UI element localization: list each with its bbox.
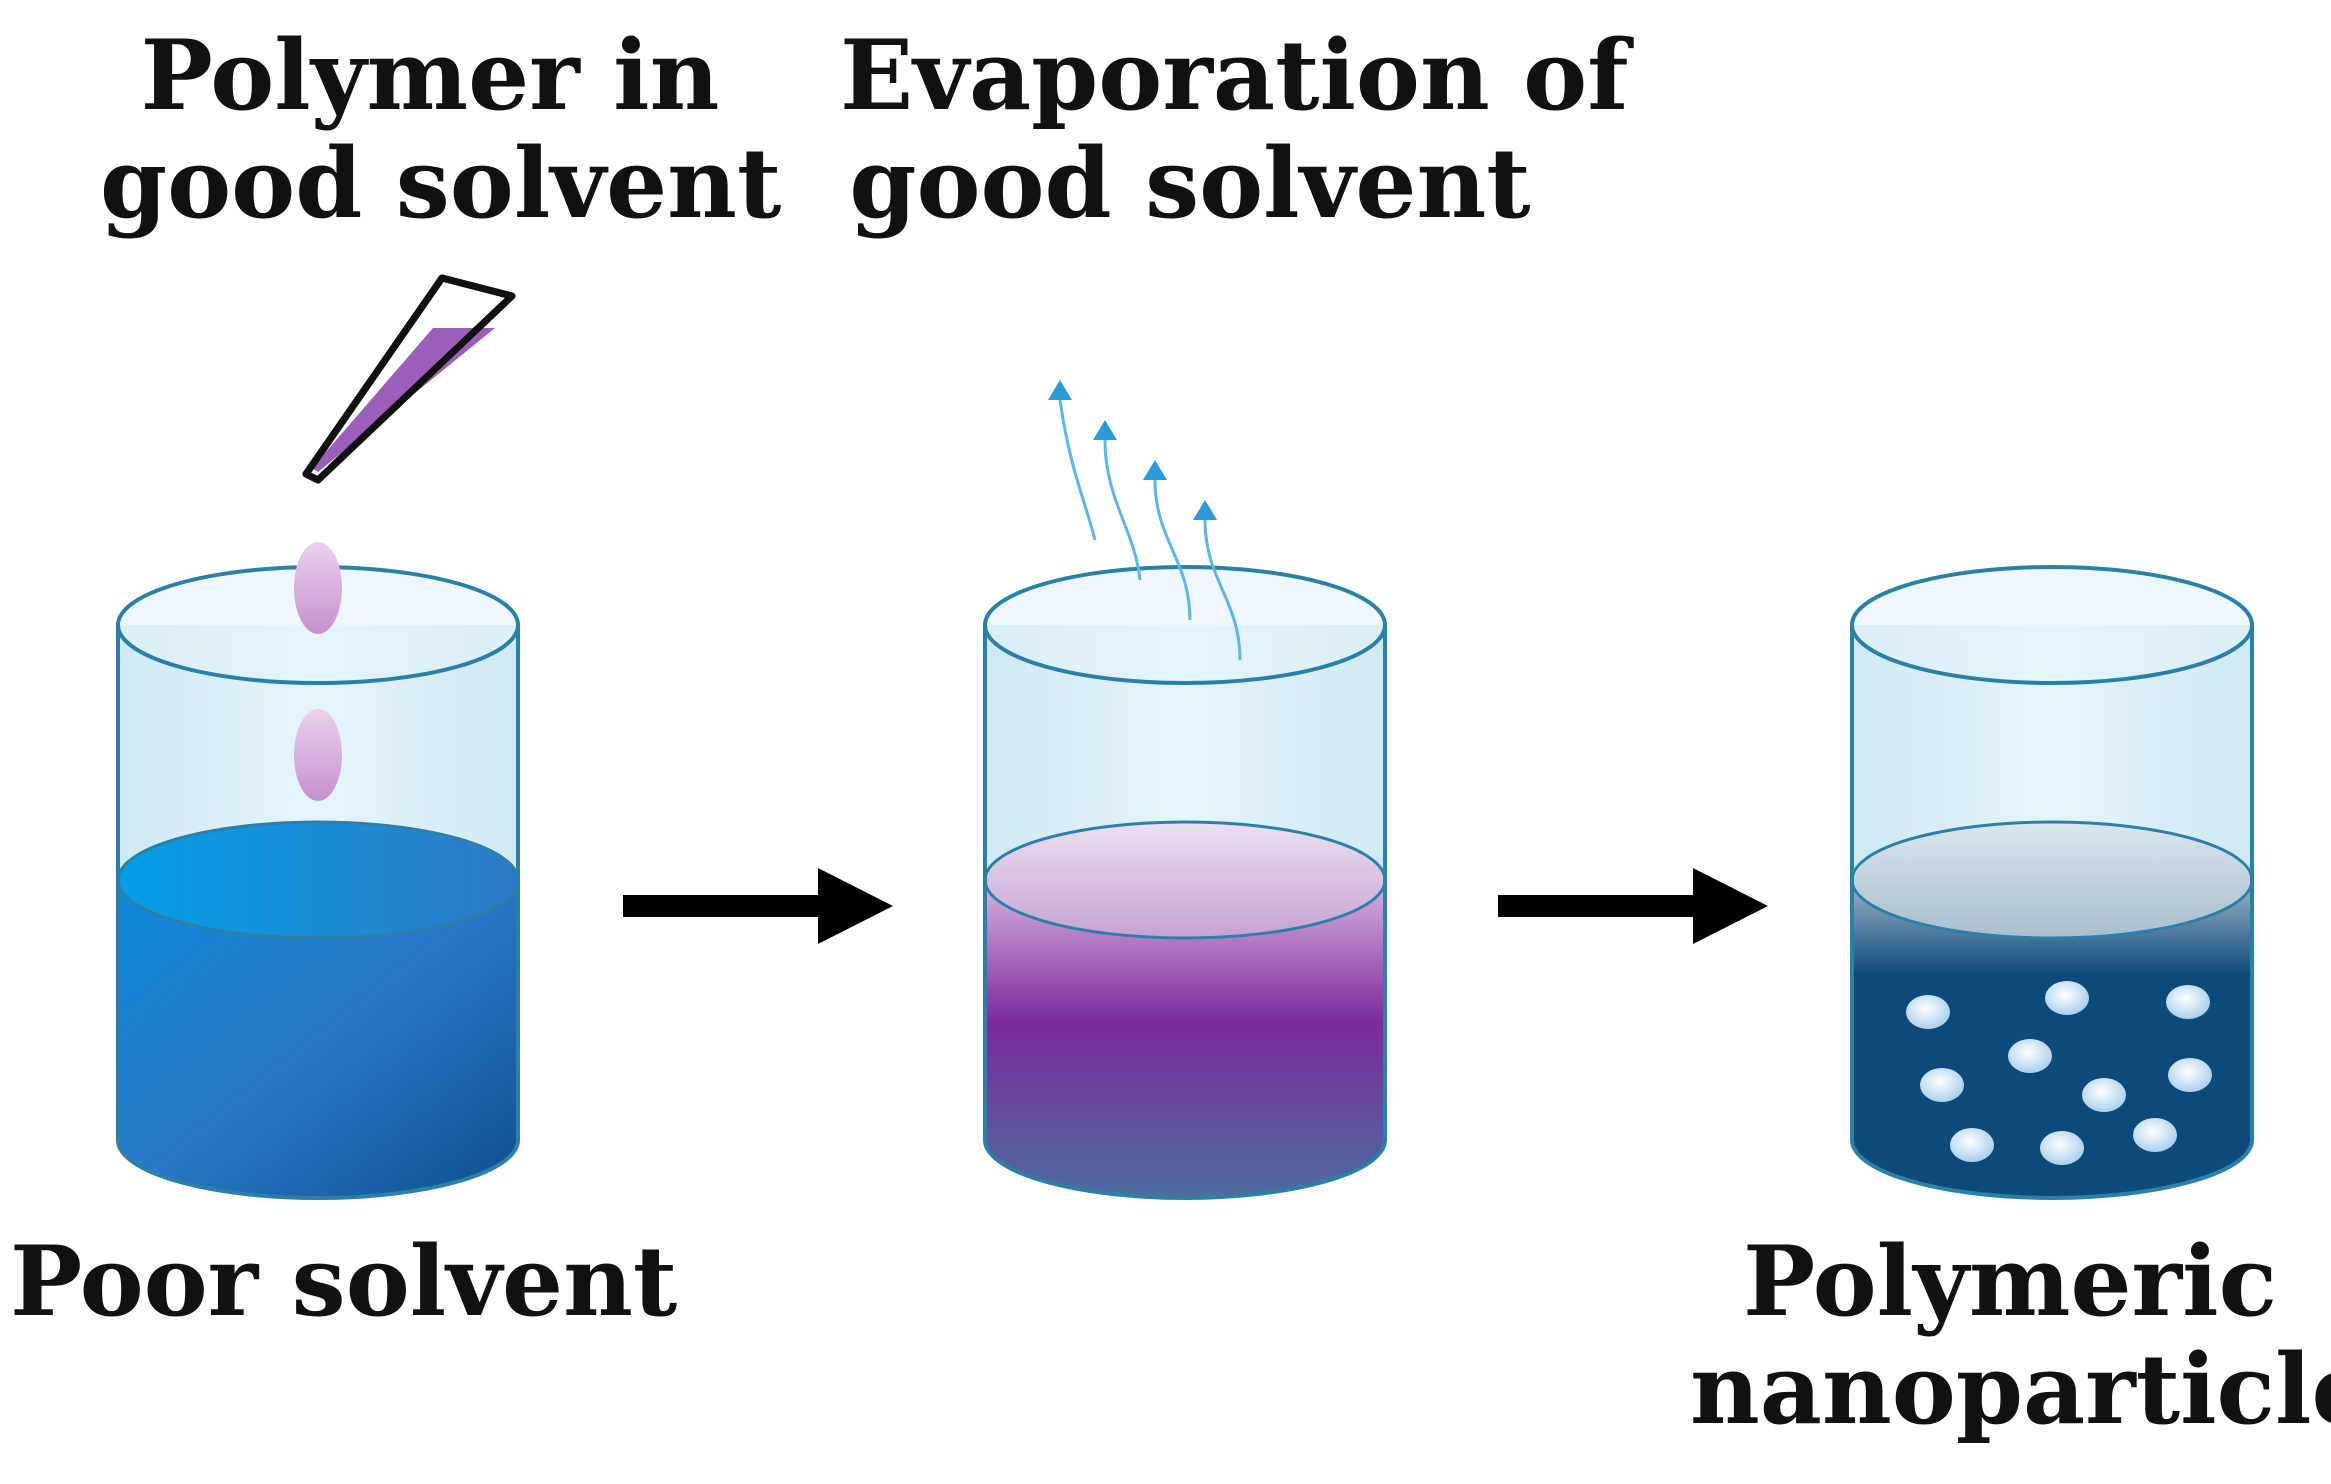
label-line: Evaporation of [840, 19, 1629, 132]
beaker-outline [116, 625, 520, 1200]
vapor-arrow-icon [1153, 479, 1192, 621]
liquid-surface [1850, 820, 2254, 940]
poor-solvent-liquid [118, 880, 518, 1198]
droplet-icon [294, 709, 342, 801]
beaker-evaporation [983, 565, 1387, 1200]
vapor-arrow-icon [1048, 380, 1072, 400]
vapor-arrow-icon [1203, 519, 1242, 661]
polymer-solution-liquid [985, 880, 1385, 1198]
beaker-rim [1850, 565, 2254, 685]
vapor-arrow-group [1058, 399, 1242, 661]
nanoparticle [1950, 1128, 1994, 1162]
vapor-arrow-icon [1103, 439, 1142, 581]
label-line: good solvent [849, 127, 1531, 241]
beaker-nanoparticles [1850, 565, 2254, 1200]
vapor-arrow-icon [1143, 460, 1167, 480]
nanoparticle [2133, 1118, 2177, 1152]
nanoparticle [2040, 1131, 2084, 1165]
label-line: Poor solvent [10, 1225, 678, 1338]
label-line: Polymeric [1742, 1225, 2278, 1338]
vapor-arrow-icon [1093, 420, 1117, 440]
label-line: nanoparticles [1690, 1333, 2331, 1447]
vapor-arrow-icon [1193, 500, 1217, 520]
beaker-outline [1850, 625, 2254, 1200]
nanoparticles [1906, 981, 2212, 1165]
vapor-arrowheads [1048, 380, 1217, 520]
arrow-right-icon [1498, 868, 1768, 944]
liquid-surface [116, 820, 520, 940]
label-line: good solvent [100, 127, 782, 241]
beaker-outline [983, 625, 1387, 1200]
pipette-icon [302, 274, 516, 484]
liquid-surface [983, 820, 1387, 940]
nanoparticle [2008, 1039, 2052, 1073]
droplet-icon [294, 542, 342, 634]
label-line: Polymer in [140, 19, 720, 132]
nanoparticle [2166, 985, 2210, 1019]
label-evaporation-of-good-solvent: Evaporation of good solvent [840, 19, 1629, 241]
nanoparticle [1906, 995, 1950, 1029]
arrow-right-icon [623, 868, 893, 944]
label-polymeric-nanoparticles: Polymeric nanoparticles [1690, 1225, 2331, 1447]
nanoparticle [2045, 981, 2089, 1015]
label-poor-solvent: Poor solvent [10, 1225, 678, 1338]
nanoparticle [2082, 1078, 2126, 1112]
nanoparticle [1920, 1068, 1964, 1102]
beaker-poor-solvent [116, 565, 520, 1200]
beaker-rim [983, 565, 1387, 685]
vapor-arrow-icon [1058, 399, 1097, 541]
nanoparticle [2168, 1058, 2212, 1092]
label-polymer-in-good-solvent: Polymer in good solvent [100, 19, 782, 241]
